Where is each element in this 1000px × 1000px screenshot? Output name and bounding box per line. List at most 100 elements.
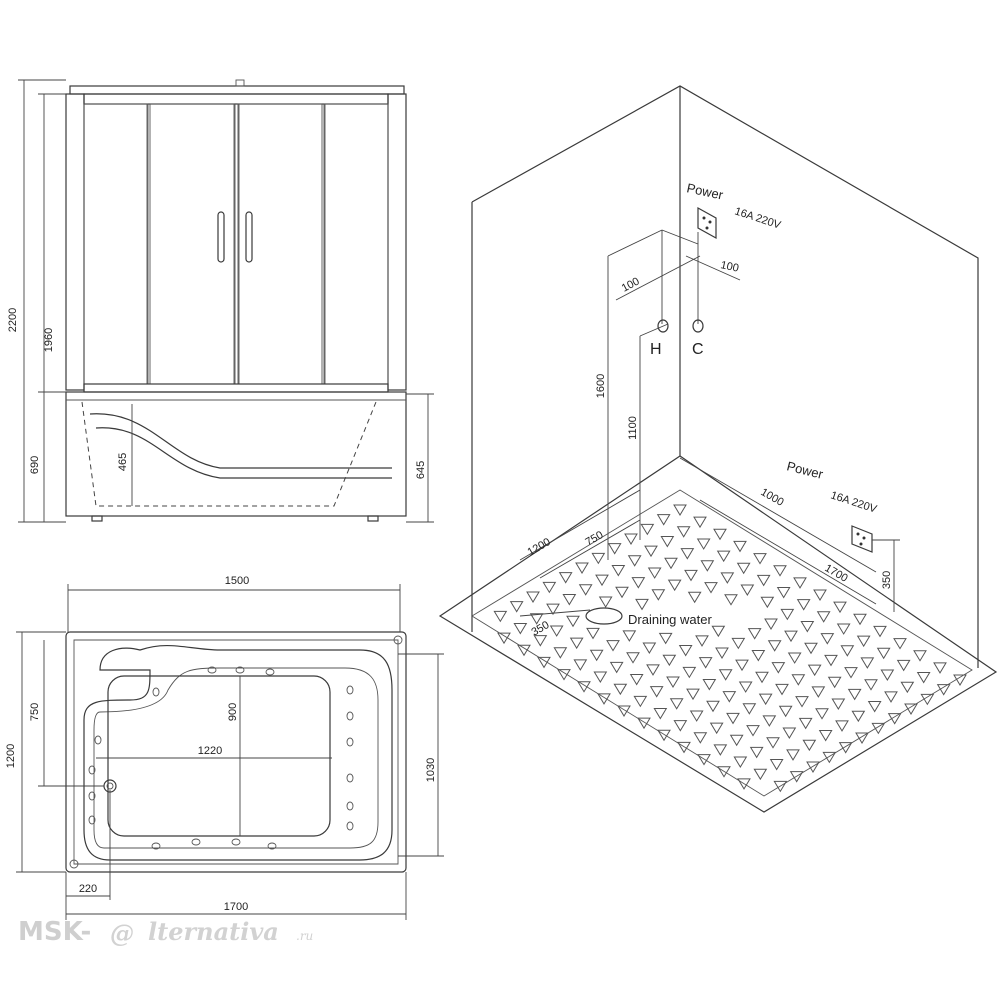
- tray-triangle: [693, 732, 708, 744]
- tray-triangle: [775, 683, 789, 696]
- cabin-left-post: [65, 93, 85, 391]
- tray-triangle: [709, 722, 724, 735]
- tray-triangle: [824, 654, 838, 667]
- dim-height-1600: 1600: [595, 374, 607, 398]
- tray-triangle: [593, 671, 608, 684]
- tray-triangle: [731, 637, 746, 650]
- tray-triangle: [717, 766, 731, 778]
- tray-triangle: [722, 691, 737, 703]
- tray-triangle: [771, 662, 786, 674]
- tray-triangle: [786, 749, 800, 761]
- tray-triangle: [904, 703, 918, 715]
- tray-triangle: [753, 768, 768, 781]
- massage-jets: [88, 666, 354, 850]
- tray-triangle: [840, 645, 855, 657]
- tub-foot-right: [367, 515, 379, 522]
- tray-triangle: [656, 514, 671, 526]
- tray-triangle: [673, 720, 688, 732]
- tray-triangle: [658, 632, 673, 645]
- tray-triangle: [609, 661, 624, 674]
- tray-triangle: [677, 741, 691, 754]
- tray-triangle: [856, 635, 871, 648]
- tray-triangle: [822, 751, 837, 764]
- tub-rim: [65, 631, 407, 873]
- tray-triangle: [755, 671, 769, 684]
- tray-triangle: [835, 720, 849, 732]
- glass-panel-right: [323, 103, 389, 385]
- tray-pattern: [493, 504, 967, 793]
- tray-triangle: [666, 676, 680, 688]
- tray-triangle: [737, 778, 751, 790]
- tray-triangle: [764, 618, 778, 630]
- tray-triangle: [598, 596, 613, 608]
- cabin-top-cap: [69, 85, 405, 95]
- tray-triangle: [880, 669, 895, 682]
- tray-triangle: [735, 659, 749, 672]
- tray-triangle: [756, 574, 771, 587]
- tray-triangle: [729, 734, 744, 747]
- tray-triangle: [784, 630, 798, 643]
- tray-triangle: [566, 615, 580, 628]
- front-view: 2200 1960 690 465 645: [7, 79, 434, 523]
- tray-triangle: [718, 669, 733, 681]
- tray-triangle: [773, 780, 788, 793]
- cold-label: C: [692, 341, 704, 358]
- tray-triangle: [833, 601, 847, 614]
- hot-water-inlet-icon: [657, 319, 669, 333]
- tray-triangle: [820, 633, 835, 645]
- tray-triangle: [569, 637, 584, 650]
- tray-triangle: [896, 659, 911, 672]
- cabin-right-post: [387, 93, 407, 391]
- tray-triangle: [631, 577, 646, 589]
- tray-triangle: [662, 654, 677, 667]
- tray-triangle: [646, 664, 660, 676]
- drain-icon: [585, 607, 623, 625]
- tray-triangle: [549, 625, 564, 637]
- tray-triangle: [733, 756, 748, 769]
- tray-triangle: [660, 535, 675, 548]
- tray-triangle: [497, 632, 511, 645]
- watermark: MSK- @ lternativa .ru: [18, 917, 313, 948]
- tray-triangle: [791, 674, 806, 686]
- power-label-1: Power: [685, 180, 725, 202]
- tray-triangle: [702, 678, 717, 691]
- tray-triangle: [546, 603, 560, 616]
- tray-triangle: [789, 771, 804, 783]
- dim-depth: 1200: [5, 744, 17, 768]
- tray-triangle: [533, 635, 548, 647]
- cabin-bottom-rail: [83, 383, 389, 393]
- tray-triangle: [816, 611, 831, 623]
- tray-triangle: [627, 555, 642, 567]
- tray-triangle: [876, 647, 891, 660]
- power-socket-lower-icon: [851, 525, 873, 553]
- tray-triangle: [760, 596, 775, 609]
- dim-seat: 750: [29, 703, 41, 721]
- tray-triangle: [851, 710, 866, 723]
- tray-triangle: [867, 701, 882, 713]
- tray-triangle: [818, 730, 833, 742]
- tray-triangle: [773, 565, 787, 577]
- tray-triangle: [767, 640, 782, 652]
- tray-triangle: [933, 662, 947, 674]
- tray-triangle: [509, 601, 524, 613]
- tray-triangle: [827, 676, 842, 689]
- dim-drain-350: 350: [530, 619, 552, 639]
- tray-triangle: [847, 688, 862, 701]
- tray-triangle: [778, 705, 793, 718]
- dim-pipe-right: 100: [719, 259, 739, 275]
- dim-tub-edge: 645: [415, 461, 427, 479]
- tub-seat-curve-2: [95, 427, 392, 479]
- tray-triangle: [724, 594, 738, 606]
- tray-triangle: [624, 533, 638, 545]
- tray-triangle: [807, 664, 822, 677]
- dim-width-750: 750: [584, 529, 606, 549]
- tray-triangle: [526, 591, 540, 603]
- dim-tub-height: 690: [29, 456, 41, 474]
- power-spec-2: 16A 220V: [829, 489, 879, 515]
- tray-triangle: [769, 759, 784, 771]
- tray-triangle: [753, 553, 767, 565]
- hot-label: H: [650, 341, 662, 358]
- tray-triangle: [913, 650, 927, 662]
- tray-triangle: [936, 684, 951, 696]
- tray-triangle: [887, 713, 902, 725]
